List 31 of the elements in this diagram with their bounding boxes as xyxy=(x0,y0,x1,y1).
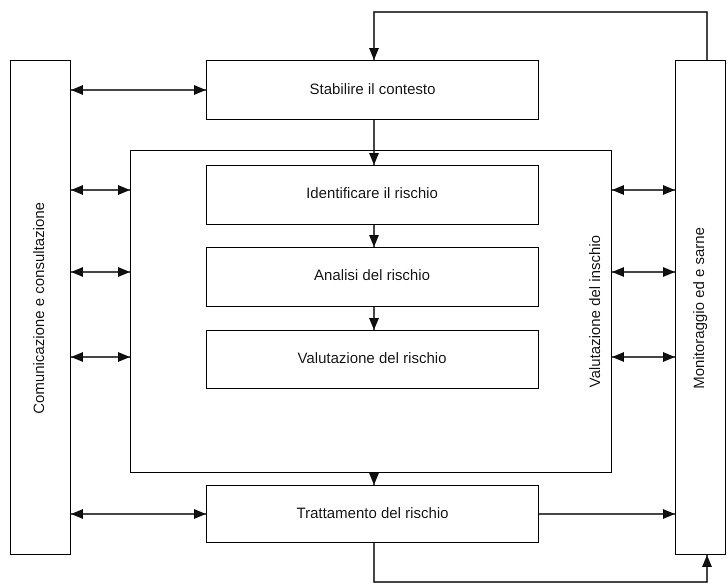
arrow xyxy=(71,185,130,195)
arrow xyxy=(612,267,675,277)
node-label: Monitoraggio ed e sarne xyxy=(690,226,710,388)
group-box xyxy=(130,150,612,473)
arrow xyxy=(369,473,379,485)
node-label: Stabilire il contesto xyxy=(310,80,436,100)
arrow xyxy=(369,307,379,330)
arrow xyxy=(369,225,379,247)
side-bar xyxy=(10,60,71,555)
process-box xyxy=(206,330,538,388)
process-box xyxy=(206,246,538,306)
side-bar xyxy=(675,60,726,555)
arrow xyxy=(373,543,712,583)
process-box xyxy=(206,485,539,543)
node-label: Valutazione del inschio xyxy=(586,235,605,388)
node-label: Identificare il rischio xyxy=(306,184,438,204)
arrow xyxy=(71,509,206,519)
arrow xyxy=(71,85,206,95)
arrow xyxy=(612,185,675,195)
node-label: Analisi del rischio xyxy=(314,266,430,286)
node-label: Valutazione del rischio xyxy=(298,348,446,369)
arrow xyxy=(612,352,675,362)
arrow xyxy=(369,11,708,60)
arrow xyxy=(369,120,379,165)
arrow xyxy=(71,267,130,277)
node-label: Comunicazione e consultazione xyxy=(30,202,50,414)
node-label: Trattamento del rischio xyxy=(296,504,448,524)
process-box xyxy=(206,60,539,120)
process-box xyxy=(206,164,538,224)
arrow xyxy=(539,509,675,519)
arrow xyxy=(71,352,130,362)
